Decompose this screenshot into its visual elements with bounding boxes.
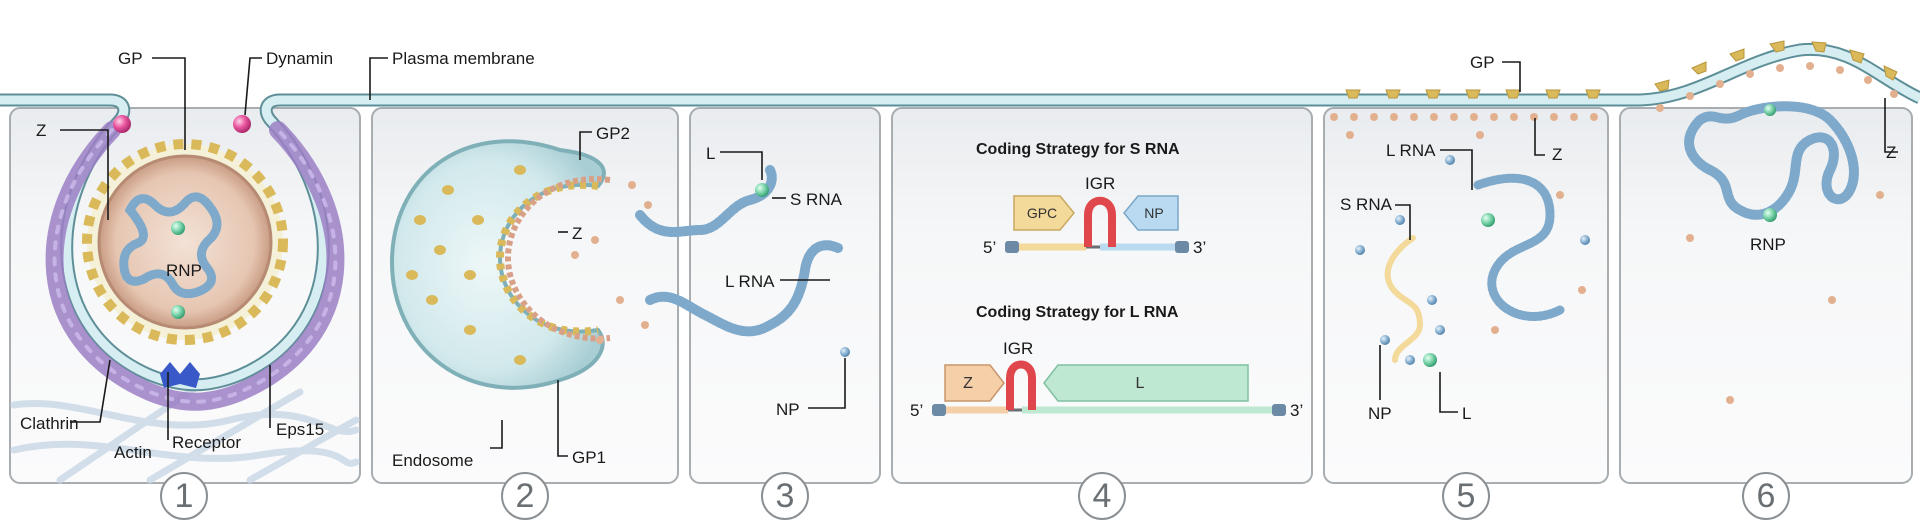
panel-5	[1323, 107, 1609, 484]
label-l-3: L	[706, 144, 716, 163]
np-ball-3	[840, 347, 850, 357]
step-5-badge: 5	[1442, 472, 1490, 520]
l-polymerase-5	[1423, 353, 1437, 367]
label-l-5prime: 5’	[910, 401, 924, 420]
label-gp2: GP2	[596, 124, 631, 143]
l-polymerase-3	[755, 183, 769, 197]
label-s-rna-3: S RNA	[790, 190, 842, 209]
step-3-badge: 3	[761, 472, 809, 520]
dynamin-left	[113, 115, 131, 133]
label-np-3: NP	[776, 400, 800, 419]
label-np-5: NP	[1368, 404, 1392, 423]
label-s-3prime: 3’	[1193, 238, 1207, 257]
label-l-rna-3: L RNA	[725, 272, 775, 291]
l-polymerase-5b	[1481, 213, 1495, 227]
label-l-3prime: 3’	[1290, 401, 1304, 420]
gp-spikes-5	[1345, 89, 1601, 99]
label-gp-5: GP	[1470, 53, 1495, 72]
z-particles-5	[1330, 113, 1598, 334]
label-z-6: Z	[1886, 143, 1897, 162]
endosome-gp-spikes	[406, 165, 526, 365]
label-receptor: Receptor	[172, 433, 241, 452]
panel-4	[891, 107, 1313, 484]
actin-filaments	[10, 381, 360, 484]
panel-6	[1619, 107, 1913, 484]
step-2-badge: 2	[501, 472, 549, 520]
endosome-shape	[389, 139, 611, 390]
step-1-badge: 1	[160, 472, 208, 520]
virion-1	[82, 139, 288, 345]
label-actin: Actin	[114, 443, 152, 462]
rna-strands-5	[1384, 173, 1565, 363]
label-eps15: Eps15	[276, 420, 325, 439]
gp-spikes-6	[1654, 40, 1898, 92]
s-rna-genome	[1005, 195, 1189, 253]
receptor-shape	[160, 362, 200, 388]
label-s-np: NP	[1144, 205, 1164, 221]
rnp-6-l2	[1764, 104, 1776, 116]
label-s-rna-5: S RNA	[1340, 195, 1392, 214]
label-l-igr: IGR	[1003, 339, 1034, 358]
step-4-badge: 4	[1078, 472, 1126, 520]
label-z-5: Z	[1552, 145, 1563, 164]
z-particles-6	[1656, 62, 1898, 404]
label-s-5prime: 5’	[983, 238, 997, 257]
label-l-rna-5: L RNA	[1386, 141, 1436, 160]
step-6-badge: 6	[1742, 472, 1790, 520]
label-endosome: Endosome	[392, 451, 474, 470]
label-l-5: L	[1462, 404, 1472, 423]
label-rnp-6: RNP	[1750, 235, 1786, 254]
label-s-igr: IGR	[1085, 174, 1116, 193]
title-s-rna: Coding Strategy for S RNA	[976, 141, 1180, 158]
label-l-l: L	[1135, 375, 1145, 392]
clathrin-coat	[45, 121, 345, 411]
label-z-1: Z	[36, 121, 47, 140]
label-plasma-membrane: Plasma membrane	[392, 49, 535, 68]
label-clathrin: Clathrin	[20, 414, 79, 433]
panel-3	[689, 107, 881, 484]
z-particles-2	[571, 181, 652, 344]
l-rna-genome	[932, 360, 1286, 416]
label-rnp-1: RNP	[166, 261, 202, 280]
label-gpc: GPC	[1026, 205, 1058, 221]
label-l-z: Z	[963, 375, 973, 392]
label-dynamin: Dynamin	[266, 49, 334, 68]
label-gp-top: GP	[118, 49, 143, 68]
np-balls-5	[1355, 155, 1590, 365]
dynamin-right	[233, 115, 251, 133]
label-z-2: Z	[572, 224, 583, 243]
title-l-rna: Coding Strategy for L RNA	[976, 304, 1179, 321]
leader-lines	[60, 57, 1898, 457]
rnp-6-l	[1763, 208, 1777, 222]
rnp-6	[1684, 101, 1859, 220]
label-gp1: GP1	[572, 448, 607, 467]
